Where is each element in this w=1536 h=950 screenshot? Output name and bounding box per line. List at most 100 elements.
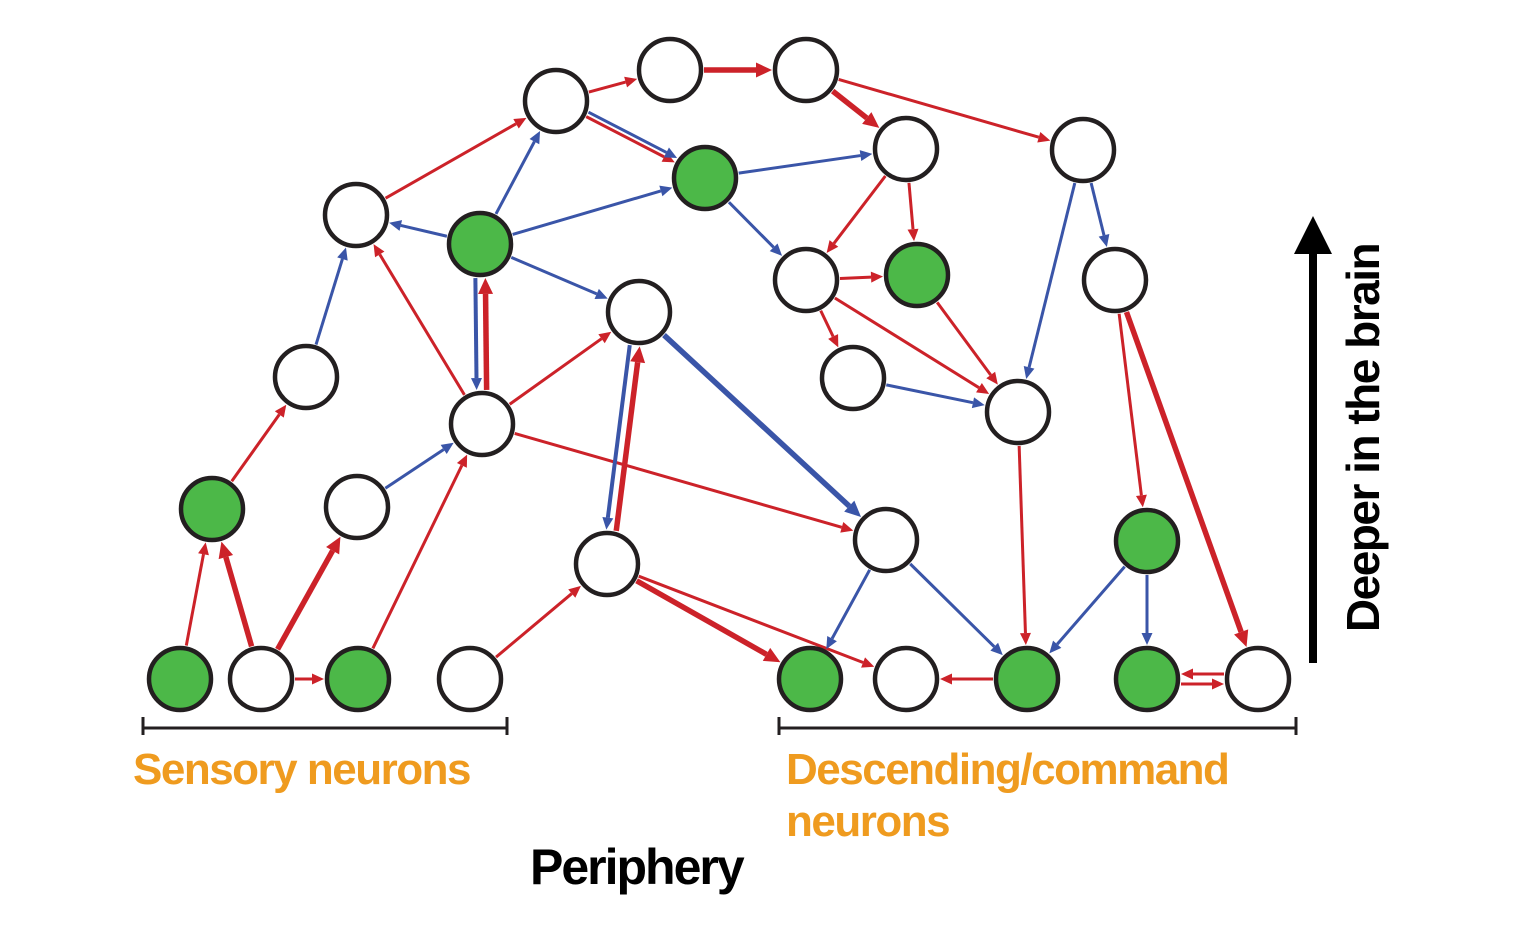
neuron-e xyxy=(448,390,516,458)
command-neurons-label: Descending/command neurons xyxy=(786,744,1230,848)
arrowhead xyxy=(1181,668,1193,680)
neuron-i xyxy=(573,530,641,598)
connection-line xyxy=(935,301,992,376)
connection-w-d4-inhibitory xyxy=(1141,575,1153,645)
arrowhead xyxy=(840,522,854,533)
neuron-d1 xyxy=(776,645,844,713)
arrowhead xyxy=(1141,633,1153,645)
neuron-d4 xyxy=(1113,645,1181,713)
arrowhead xyxy=(630,346,646,364)
periphery-label: Periphery xyxy=(530,839,745,895)
connection-e-q-excitatory xyxy=(514,431,854,533)
connection-e-f-excitatory xyxy=(373,244,466,396)
arrowhead xyxy=(756,62,772,78)
neuron-o xyxy=(772,246,840,314)
connection-w-d3-inhibitory xyxy=(1049,565,1126,654)
connection-d3-d2-excitatory xyxy=(940,673,993,685)
arrowhead xyxy=(326,536,341,555)
neuron-p xyxy=(819,344,887,412)
arrowhead xyxy=(198,542,209,556)
arrowhead xyxy=(274,404,287,418)
neuron-n xyxy=(872,115,940,183)
neuron-l xyxy=(772,36,840,104)
connection-i-h-excitatory xyxy=(613,346,646,532)
connection-s2-a-excitatory xyxy=(218,541,255,648)
connection-m-o-inhibitory xyxy=(727,201,783,256)
neuron-q xyxy=(852,506,920,574)
neuron-s2 xyxy=(227,645,295,713)
command-label-line1: Descending/command xyxy=(786,745,1230,794)
arrowhead xyxy=(986,371,998,385)
connection-line xyxy=(635,578,768,657)
connection-s4-i-excitatory xyxy=(495,585,581,659)
connection-g-j-inhibitory xyxy=(494,131,541,215)
connection-line xyxy=(508,337,603,406)
neuron-f xyxy=(322,181,390,249)
command-label-line2: neurons xyxy=(786,797,951,846)
connection-i-d2-excitatory xyxy=(638,574,875,668)
connection-line xyxy=(384,122,517,200)
arrowhead xyxy=(769,243,783,256)
arrowhead xyxy=(529,131,541,145)
arrowhead xyxy=(1049,640,1062,654)
connection-line xyxy=(738,154,861,175)
connection-s-t-inhibitory xyxy=(1089,182,1110,247)
arrowhead xyxy=(976,383,990,395)
neuron-j xyxy=(522,67,590,135)
arrowhead xyxy=(598,331,612,344)
connection-j-m-excitatory xyxy=(585,115,675,163)
connection-i-d1-excitatory xyxy=(635,578,781,663)
arrowhead xyxy=(602,517,614,530)
connection-p-v-inhibitory xyxy=(885,383,985,409)
connection-k-l-excitatory xyxy=(704,62,772,78)
connection-c-e-inhibitory xyxy=(384,442,454,490)
arrowhead xyxy=(1098,234,1110,247)
connection-l-n-excitatory xyxy=(830,88,880,128)
arrowhead xyxy=(218,541,234,560)
connection-line xyxy=(494,140,536,215)
arrowhead xyxy=(470,377,482,391)
neuron-d2 xyxy=(872,645,940,713)
connection-q-d3-inhibitory xyxy=(909,562,1003,656)
connection-line xyxy=(839,275,872,280)
arrowhead xyxy=(762,647,781,663)
arrowhead xyxy=(870,271,884,283)
connection-line xyxy=(885,383,974,405)
neuron-s1 xyxy=(146,645,214,713)
connection-d5-d4-excitatory xyxy=(1181,668,1224,680)
connection-line xyxy=(510,255,598,296)
connection-line xyxy=(1117,313,1143,496)
neuron-t xyxy=(1081,246,1149,314)
connection-s2-c-excitatory xyxy=(275,536,341,651)
neuron-b xyxy=(272,343,340,411)
arrowhead xyxy=(513,117,527,129)
connection-line xyxy=(907,182,915,230)
arrowhead xyxy=(440,442,454,455)
connection-line xyxy=(223,556,255,648)
neuron-m xyxy=(671,144,739,212)
connection-l-s-excitatory xyxy=(838,77,1051,143)
connection-s1-a-excitatory xyxy=(184,542,209,646)
neuron-s xyxy=(1049,116,1117,184)
neuron-k xyxy=(636,36,704,104)
connection-t-w-excitatory xyxy=(1117,313,1147,508)
arrowhead xyxy=(1234,629,1249,647)
connection-line xyxy=(495,592,573,659)
connection-line xyxy=(378,253,466,396)
connection-line xyxy=(230,413,281,483)
connection-line xyxy=(585,115,665,159)
arrowhead xyxy=(568,585,581,598)
arrowhead xyxy=(478,277,494,295)
connection-line xyxy=(662,333,852,509)
connection-line xyxy=(838,77,1040,139)
connection-line xyxy=(184,553,205,646)
arrowhead xyxy=(1212,678,1224,690)
arrowhead xyxy=(828,334,839,348)
connection-h-q-inhibitory xyxy=(662,333,862,517)
connection-line xyxy=(587,110,668,154)
arrowhead xyxy=(859,150,873,162)
connection-n-o-excitatory xyxy=(826,175,887,253)
connection-line xyxy=(512,189,662,236)
connection-n-r-excitatory xyxy=(907,182,919,242)
